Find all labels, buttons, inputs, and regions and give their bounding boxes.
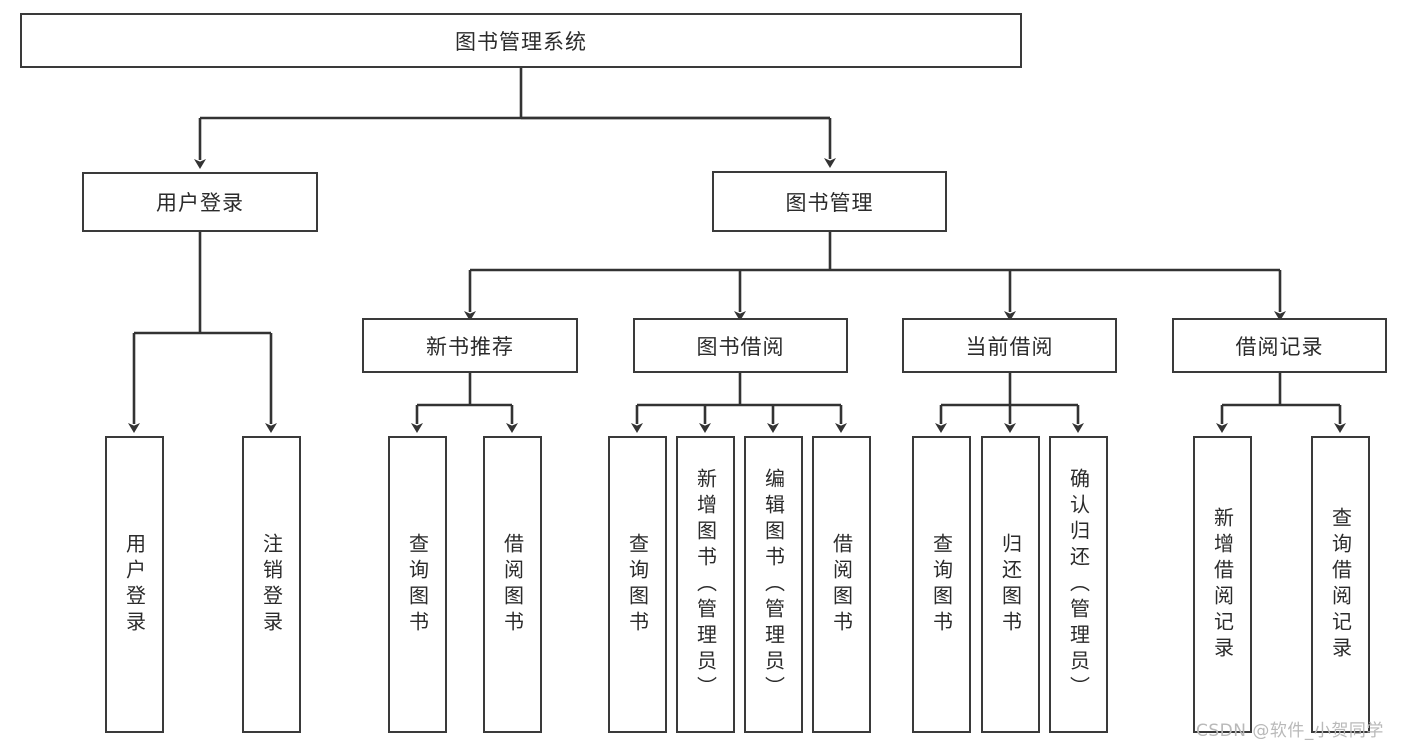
leaf-borrow-book[interactable]: 借阅图书 xyxy=(812,436,871,733)
watermark: CSDN @软件_小贺同学 xyxy=(1196,721,1384,741)
leaf-query-book-current[interactable]: 查询图书 xyxy=(912,436,971,733)
leaf-edit-book-admin[interactable]: 编辑图书（管理员） xyxy=(744,436,803,733)
leaf-logout[interactable]: 注销登录 xyxy=(242,436,301,733)
leaf-query-borrow-record[interactable]: 查询借阅记录 xyxy=(1311,436,1370,733)
leaf-add-borrow-record[interactable]: 新增借阅记录 xyxy=(1193,436,1252,733)
leaf-add-book-admin[interactable]: 新增图书（管理员） xyxy=(676,436,735,733)
node-book-borrow[interactable]: 图书借阅 xyxy=(633,318,848,373)
leaf-query-book-recommend[interactable]: 查询图书 xyxy=(388,436,447,733)
leaf-borrow-book-recommend[interactable]: 借阅图书 xyxy=(483,436,542,733)
leaf-confirm-return-admin[interactable]: 确认归还（管理员） xyxy=(1049,436,1108,733)
node-borrow-record[interactable]: 借阅记录 xyxy=(1172,318,1387,373)
leaf-query-book[interactable]: 查询图书 xyxy=(608,436,667,733)
node-user-login[interactable]: 用户登录 xyxy=(82,172,318,232)
node-book-management[interactable]: 图书管理 xyxy=(712,171,947,232)
node-new-book-recommend[interactable]: 新书推荐 xyxy=(362,318,578,373)
node-root[interactable]: 图书管理系统 xyxy=(20,13,1022,68)
leaf-return-book[interactable]: 归还图书 xyxy=(981,436,1040,733)
node-current-borrow[interactable]: 当前借阅 xyxy=(902,318,1117,373)
leaf-user-login[interactable]: 用户登录 xyxy=(105,436,164,733)
